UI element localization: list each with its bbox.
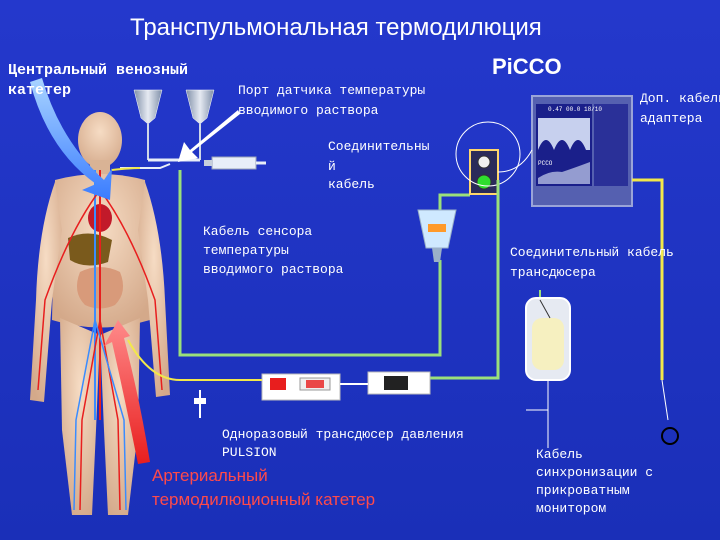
adapter-label-2: адаптера <box>640 111 703 126</box>
port-label-1: Порт датчика температуры <box>238 83 426 98</box>
cable-adapter-icon <box>469 149 499 195</box>
port-pointer-arrow <box>178 110 240 162</box>
sensor-label-1: Кабель сенсора <box>203 224 313 239</box>
port-label-2: вводимого раствора <box>238 103 379 118</box>
sync-label-4: монитором <box>536 501 607 516</box>
transducer-cable <box>430 180 500 380</box>
trans-cable-label-1: Соединительный кабель <box>510 245 674 260</box>
syringe-icon <box>204 156 266 170</box>
human-body-icon <box>30 112 170 515</box>
temp-sensor-cable <box>178 170 442 357</box>
monitor-icon <box>531 95 633 207</box>
monitor-small-label: PCCO <box>538 160 553 167</box>
disposable-label-1: Одноразовый трансдюсер давления <box>222 427 464 442</box>
sync-label-2: синхронизации с <box>536 465 654 480</box>
disposable-label-2: PULSION <box>222 445 277 460</box>
conn-label-1: Соединительны <box>328 139 430 154</box>
iv-bag-icon <box>185 89 215 160</box>
sensor-label-3: вводимого раствора <box>203 262 344 277</box>
pressure-bag-icon <box>525 297 571 410</box>
sync-cable <box>632 178 664 380</box>
transducer-icon <box>261 371 431 401</box>
cvc-label-2: катетер <box>8 82 72 99</box>
conn-label-3: кабель <box>328 177 375 192</box>
diagram-title: Транспульмональная термодилюция <box>130 14 542 41</box>
sync-label-3: прикроватным <box>536 483 630 498</box>
arterial-label-1: Артериальный <box>152 466 268 485</box>
monitor-header-values: 0.47 00.0 18/10 <box>548 106 603 113</box>
venous-catheter-arrow <box>30 78 112 200</box>
liver-icon <box>68 233 112 266</box>
arterial-catheter-arrow <box>104 320 150 464</box>
connection-cable-plug-icon <box>417 209 457 262</box>
sync-label-1: Кабель <box>536 447 583 462</box>
cable-end-icon <box>661 427 679 445</box>
conn-label-2: й <box>328 159 336 174</box>
cvc-label-1: Центральный венозный <box>8 62 189 79</box>
device-name: PiCCO <box>492 54 562 79</box>
sensor-label-2: температуры <box>203 243 289 258</box>
arterial-label-2: термодилюционный катетер <box>152 490 376 509</box>
adapter-label-1: Доп. кабель <box>640 91 720 106</box>
trans-cable-label-2: трансдюсера <box>510 265 596 280</box>
iv-bag-icon <box>133 89 163 160</box>
